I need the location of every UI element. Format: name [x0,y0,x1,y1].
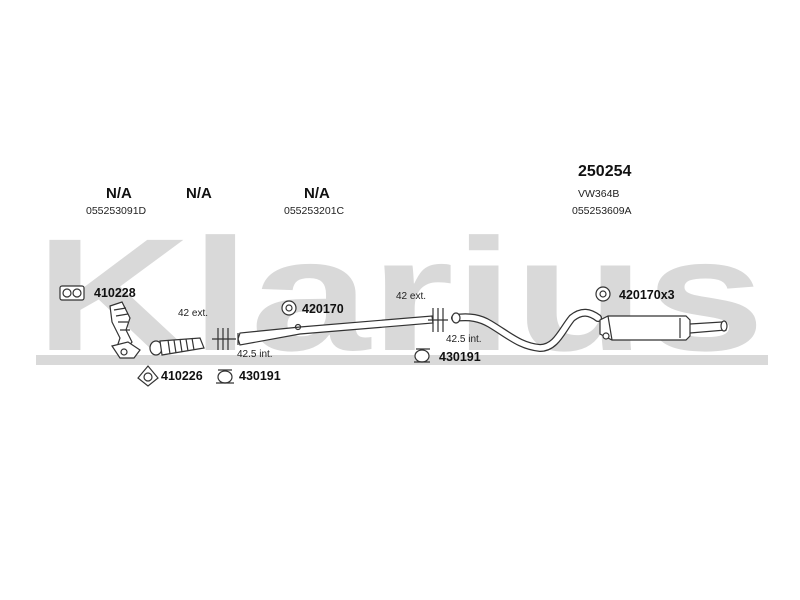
joint-marker [212,328,236,350]
section-name: N/A [304,185,330,202]
section-oe-number: 055253609A [572,205,632,217]
dimension-label: 42.5 int. [237,349,273,360]
clamp-icon [414,348,430,363]
section-oe-number: 055253091D [86,205,147,217]
clamp-icon [216,369,234,384]
rubber-mount-icon [595,286,611,302]
dimension-label: 42.5 int. [446,334,482,345]
fitting-code: 410226 [161,369,203,383]
dimension-label: 42 ext. [178,308,209,319]
front-pipe-part [109,301,141,359]
section-name: N/A [106,185,132,202]
middle-pipe-part [237,315,434,346]
flex-pipe-part [149,337,205,356]
fitting-code: 420170x3 [619,288,675,302]
section-oe-number: 055253201C [284,205,345,217]
fitting-code: 430191 [439,350,481,364]
dimension-label: 42 ext. [396,291,427,302]
gasket-icon [137,365,159,387]
fitting-code: 430191 [239,369,281,383]
section-model: VW364B [578,188,620,200]
rear-silencer-part [451,308,728,353]
section-part-number: 250254 [578,163,632,180]
section-name: N/A [186,185,212,202]
rubber-mount-icon [281,300,297,316]
fitting-code: 410228 [94,286,136,300]
gasket-icon [59,285,85,301]
fitting-code: 420170 [302,302,344,316]
joint-marker [428,308,448,332]
